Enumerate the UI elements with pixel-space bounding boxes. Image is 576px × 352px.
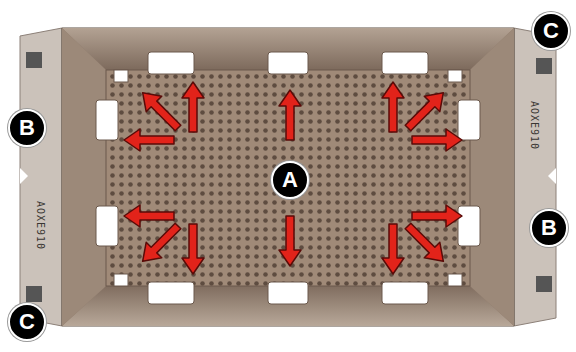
- callout-letter: A: [271, 161, 309, 199]
- engraved-marking: AOXE910: [36, 200, 47, 249]
- callout-letter: C: [8, 303, 46, 341]
- red-arrows: [124, 82, 462, 274]
- engraved-marking: AOXE910: [530, 100, 541, 149]
- callout-letter: C: [532, 12, 570, 50]
- callout-letter: B: [8, 109, 46, 147]
- callout-letter: B: [530, 209, 568, 247]
